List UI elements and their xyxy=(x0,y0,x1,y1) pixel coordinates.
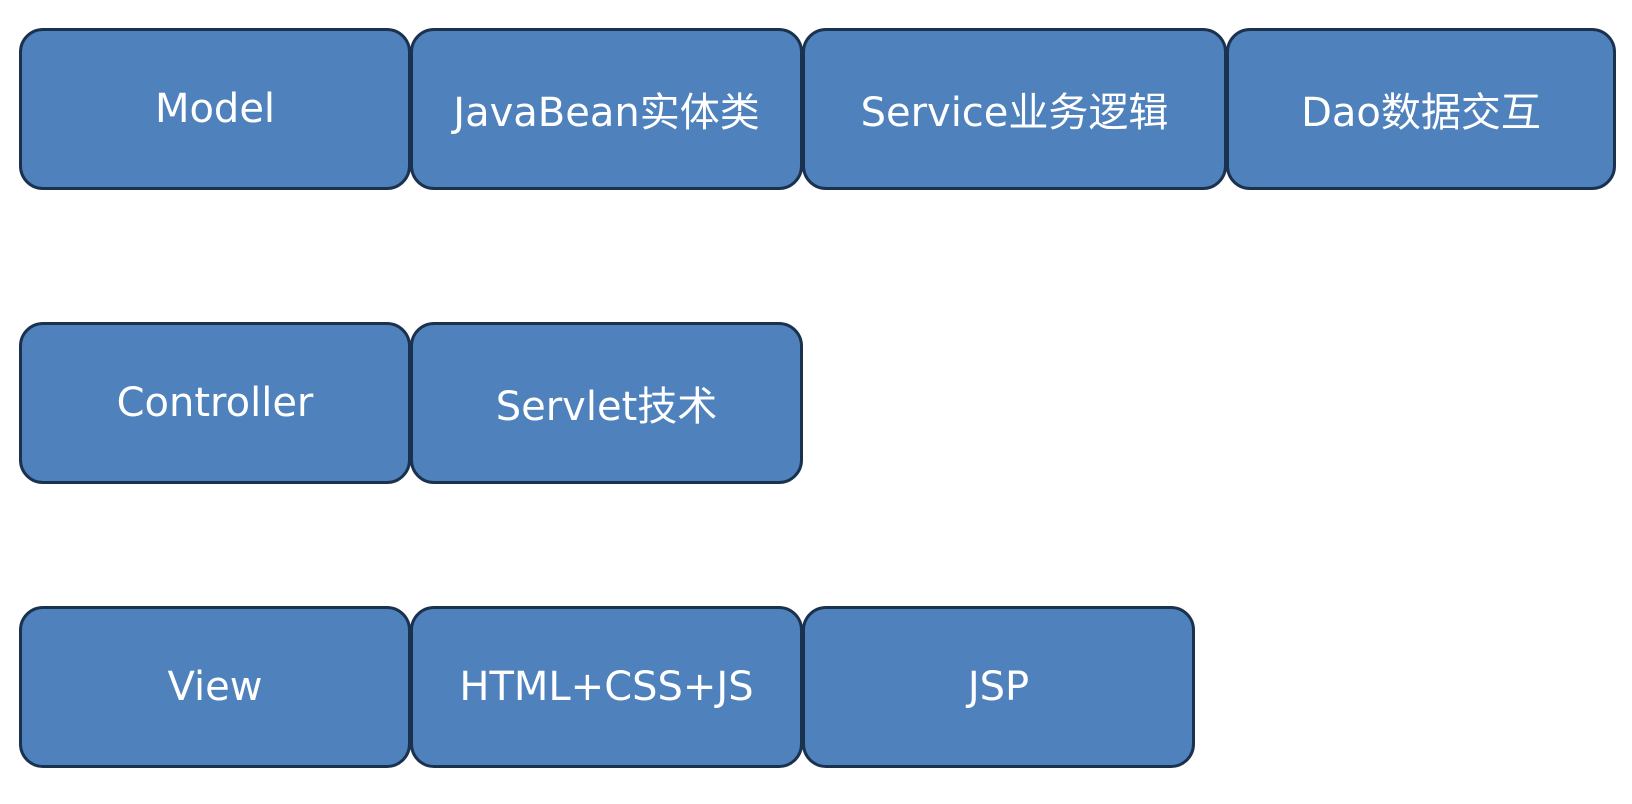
html-css-js-box: HTML+CSS+JS xyxy=(410,606,803,768)
javabean-box: JavaBean实体类 xyxy=(410,28,803,190)
servlet-box: Servlet技术 xyxy=(410,322,803,484)
service-box: Service业务逻辑 xyxy=(802,28,1227,190)
jsp-box: JSP xyxy=(802,606,1195,768)
view-layer-box: View xyxy=(19,606,411,768)
view-row: View HTML+CSS+JS JSP xyxy=(0,606,1632,768)
dao-box: Dao数据交互 xyxy=(1226,28,1616,190)
model-row: Model JavaBean实体类 Service业务逻辑 Dao数据交互 xyxy=(0,28,1632,190)
model-layer-box: Model xyxy=(19,28,411,190)
controller-row: Controller Servlet技术 xyxy=(0,322,1632,484)
controller-layer-box: Controller xyxy=(19,322,411,484)
